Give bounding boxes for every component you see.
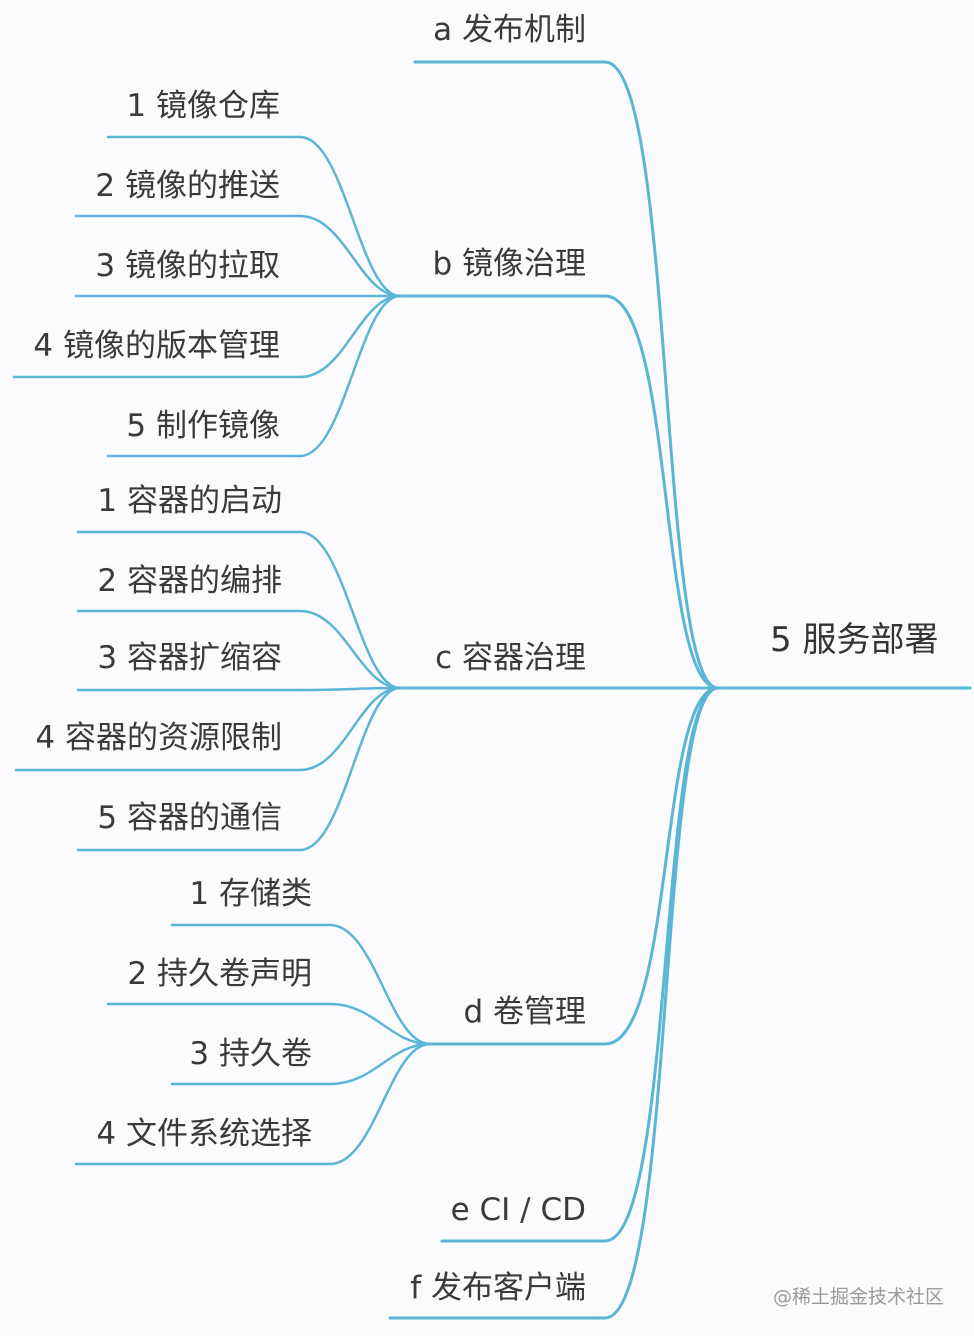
branch-d-child-2-connector xyxy=(328,1002,432,1046)
branch-c-child-3-connector xyxy=(298,686,402,692)
branch-d-child-4-connector xyxy=(328,1042,432,1166)
branch-c-child-1[interactable]: 1 容器的启动 xyxy=(97,483,282,519)
branch-f-label[interactable]: f 发布客户端 xyxy=(410,1270,586,1306)
branch-e-connector xyxy=(603,686,720,1243)
branch-c-child-1-connector xyxy=(298,530,402,690)
branch-c-child-2[interactable]: 2 容器的编排 xyxy=(97,563,282,599)
branch-d-child-3[interactable]: 3 持久卷 xyxy=(189,1036,312,1072)
branch-d-label[interactable]: d 卷管理 xyxy=(463,994,586,1030)
branch-d-child-2[interactable]: 2 持久卷声明 xyxy=(127,956,312,992)
branch-b-child-1[interactable]: 1 镜像仓库 xyxy=(126,88,280,124)
branch-b-child-3[interactable]: 3 镜像的拉取 xyxy=(95,248,280,284)
branch-d-child-1-connector xyxy=(328,923,432,1046)
branch-d-connector xyxy=(603,686,720,1046)
branch-c-child-5-connector xyxy=(298,686,402,852)
branch-b-child-5[interactable]: 5 制作镜像 xyxy=(126,408,280,444)
branch-d-child-3-connector xyxy=(328,1042,432,1086)
branch-c-label[interactable]: c 容器治理 xyxy=(435,640,586,676)
branch-b-label[interactable]: b 镜像治理 xyxy=(432,246,586,282)
branch-d-child-1[interactable]: 1 存储类 xyxy=(189,876,312,912)
branch-b-connector xyxy=(603,294,720,690)
branch-c-child-2-connector xyxy=(298,609,402,690)
branch-b-child-4-connector xyxy=(298,294,402,379)
branch-b-child-4[interactable]: 4 镜像的版本管理 xyxy=(33,328,280,364)
watermark-text: @稀土掘金技术社区 xyxy=(772,1286,944,1308)
branch-c-child-4[interactable]: 4 容器的资源限制 xyxy=(35,720,282,756)
branch-e-label[interactable]: e CI / CD xyxy=(450,1192,586,1228)
branch-b-child-2-connector xyxy=(298,214,402,298)
branch-b-child-2[interactable]: 2 镜像的推送 xyxy=(95,168,280,204)
branch-b-child-5-connector xyxy=(298,294,402,458)
root-node-label[interactable]: 5 服务部署 xyxy=(770,620,939,660)
branch-a-connector xyxy=(603,60,720,690)
branch-a-label[interactable]: a 发布机制 xyxy=(433,12,586,48)
branch-f-connector xyxy=(603,686,720,1320)
branch-d-child-4[interactable]: 4 文件系统选择 xyxy=(96,1116,312,1152)
branch-c-child-3[interactable]: 3 容器扩缩容 xyxy=(97,640,282,676)
branch-c-child-5[interactable]: 5 容器的通信 xyxy=(97,800,282,836)
branch-c-child-4-connector xyxy=(298,686,402,772)
branch-b-child-1-connector xyxy=(298,135,402,298)
